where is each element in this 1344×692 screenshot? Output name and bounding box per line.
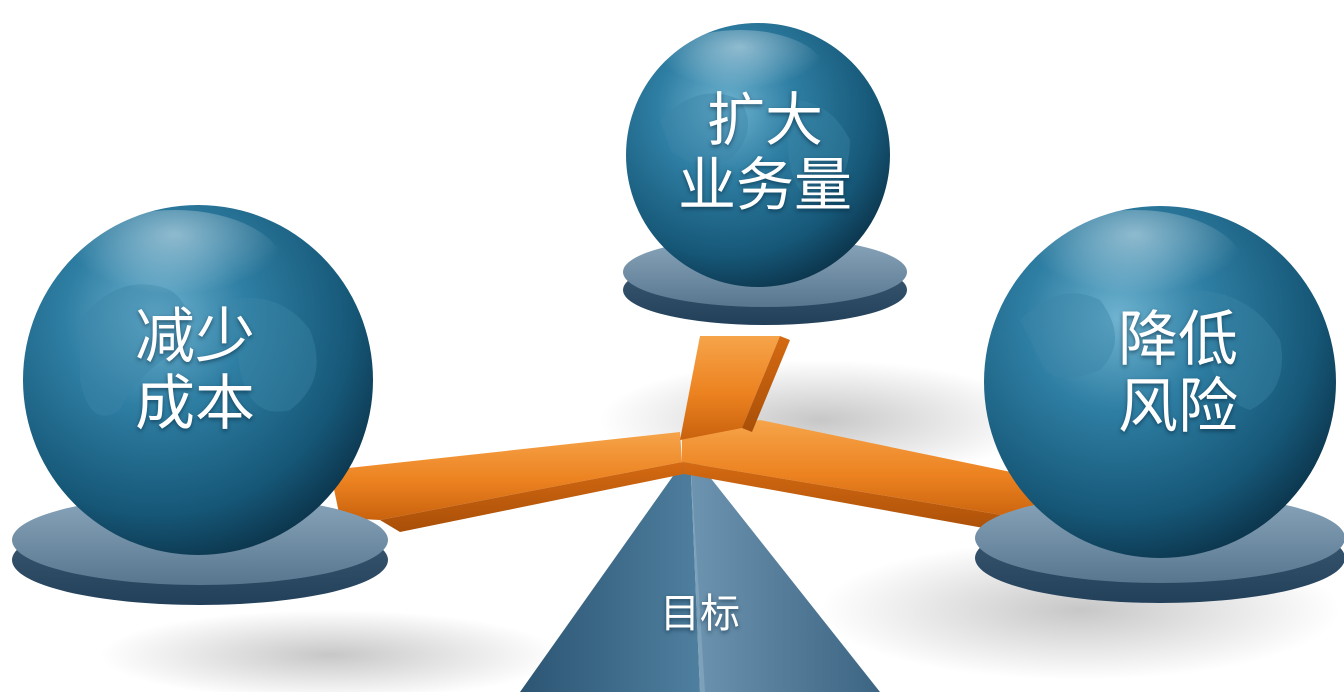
reduce-cost-line2: 成本 — [135, 369, 255, 440]
goal-text: 目标 — [660, 591, 740, 637]
pedestal — [520, 452, 880, 692]
expand-business-label: 扩大 业务量 — [645, 88, 885, 218]
expand-business-line2: 业务量 — [677, 150, 852, 219]
reduce-risk-label: 降低 风险 — [1078, 305, 1278, 443]
balance-beam — [330, 336, 1040, 536]
reduce-risk-line1: 降低 — [1118, 305, 1238, 375]
goal-label: 目标 — [600, 592, 800, 637]
right-globe — [984, 206, 1336, 558]
ground-shadow-left — [100, 610, 560, 692]
reduce-risk-line2: 风险 — [1118, 372, 1238, 443]
reduce-cost-label: 减少 成本 — [100, 302, 290, 440]
left-globe — [23, 205, 373, 555]
reduce-cost-line1: 减少 — [135, 302, 255, 372]
expand-business-line1: 扩大 — [706, 86, 823, 154]
top-globe — [626, 23, 890, 287]
